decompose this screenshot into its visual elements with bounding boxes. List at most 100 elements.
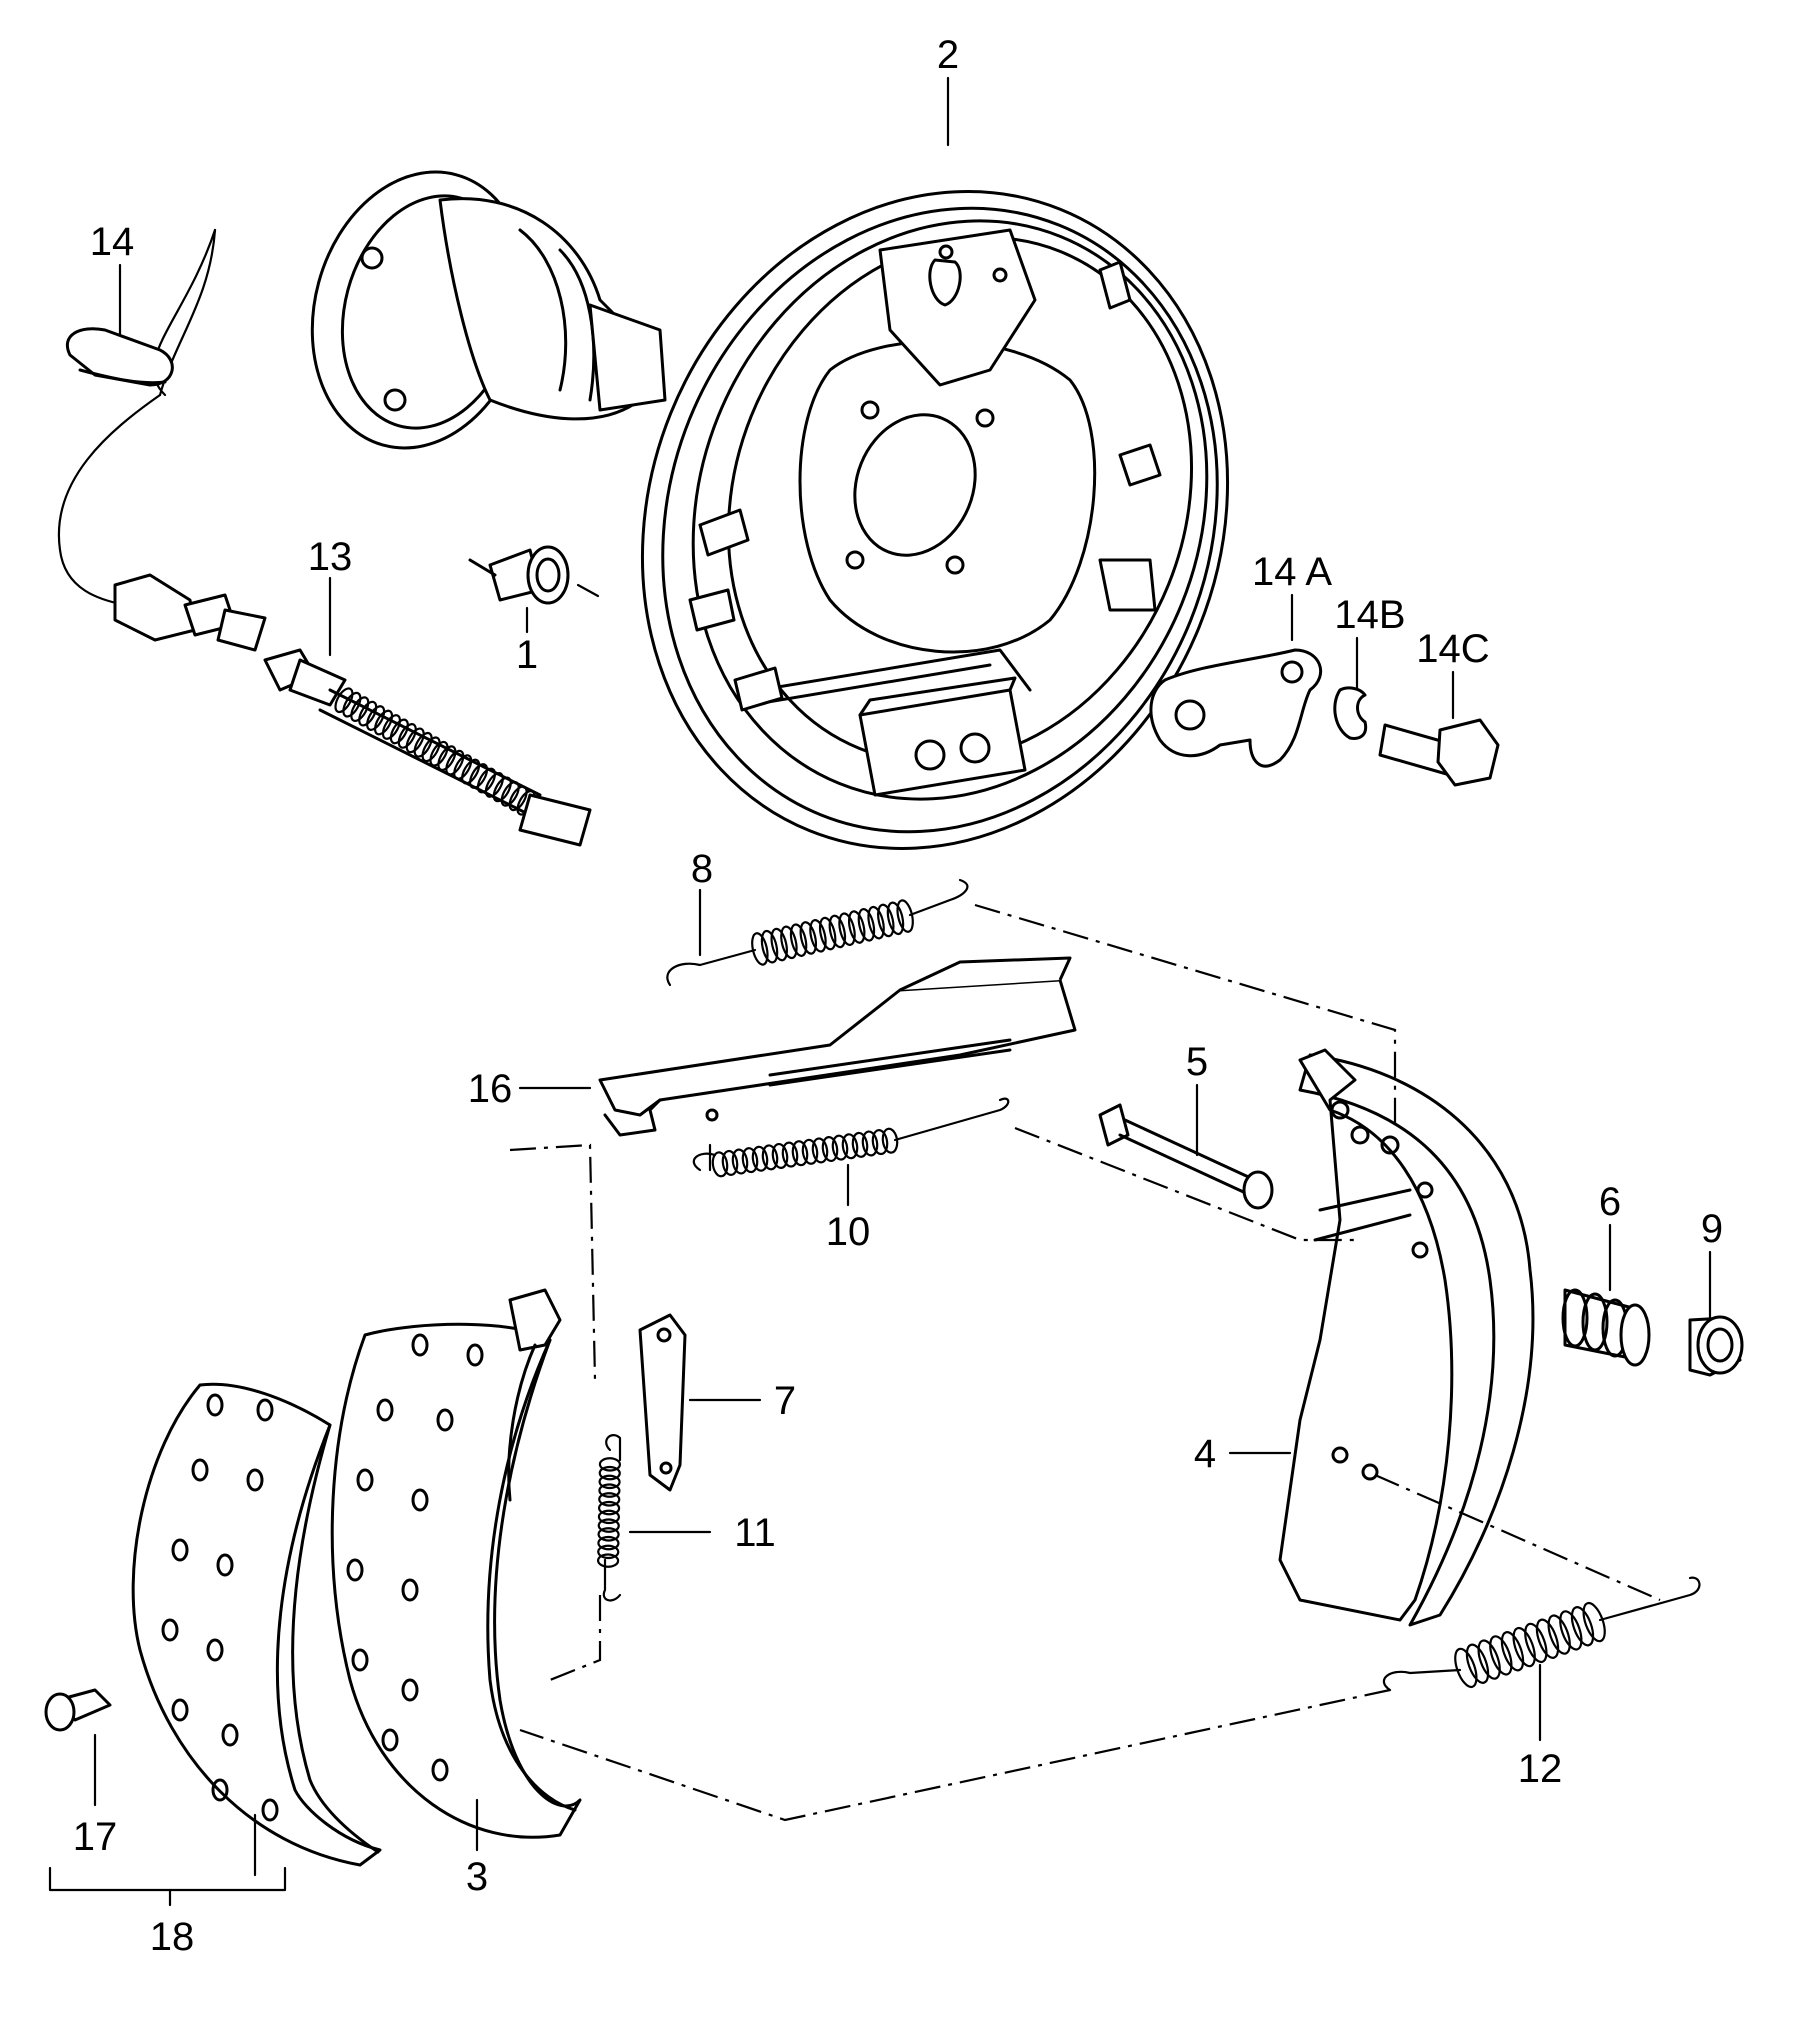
part-6-spring xyxy=(1561,1288,1651,1367)
assembly-lines xyxy=(509,903,1661,1822)
spring-coil xyxy=(896,899,914,933)
callout-14a: 14 A xyxy=(1252,550,1332,594)
spring-coil xyxy=(809,918,827,953)
rivet-hole xyxy=(206,1393,224,1417)
spring-coil xyxy=(761,1144,779,1171)
spring-coil xyxy=(881,1127,899,1154)
part-14b-washer xyxy=(1333,686,1368,740)
spring-coil xyxy=(500,781,520,807)
rivet-hole xyxy=(411,1488,429,1512)
part-12-spring xyxy=(1382,1576,1701,1692)
callout-18: 18 xyxy=(150,1915,195,1959)
spring-coil xyxy=(597,1535,620,1551)
spring-coil xyxy=(429,740,449,767)
spring-coil xyxy=(468,763,489,789)
spring-coil xyxy=(731,1148,749,1175)
rivet-hole xyxy=(261,1798,279,1822)
rivet-hole xyxy=(221,1723,239,1747)
spring-coil xyxy=(1465,1643,1490,1684)
spring-coil xyxy=(847,910,866,944)
rivet-hole xyxy=(171,1538,189,1562)
spring-coil xyxy=(598,1474,621,1490)
spring-coil xyxy=(413,731,433,758)
part-11-spring xyxy=(596,1434,622,1602)
spring-coil xyxy=(711,1151,729,1178)
spring-coil xyxy=(598,1457,622,1472)
callout-13: 13 xyxy=(308,535,353,579)
brake-backing-plate xyxy=(640,190,1230,850)
rivet-hole xyxy=(206,1638,224,1662)
part-14a-bracket xyxy=(1149,648,1323,768)
rivet-hole xyxy=(411,1333,429,1357)
rivet-hole xyxy=(211,1778,229,1802)
spring-coil xyxy=(597,1518,620,1533)
rivet-hole xyxy=(246,1468,264,1492)
spring-coil xyxy=(861,1130,879,1157)
rivet-hole xyxy=(381,1728,399,1752)
spring-coil xyxy=(350,696,370,722)
spring-coil xyxy=(1559,1610,1583,1651)
spring-coil xyxy=(598,1492,621,1507)
spring-coil xyxy=(1547,1614,1571,1655)
spring-coil xyxy=(801,1138,819,1165)
rivet-hole xyxy=(191,1458,209,1482)
spring-coil xyxy=(831,1134,849,1161)
spring-coil xyxy=(597,1509,621,1525)
part-14-handbrake-cable xyxy=(57,228,267,652)
spring-coil xyxy=(771,1142,789,1169)
spring-coil xyxy=(841,1133,859,1160)
spring-coil xyxy=(741,1147,759,1174)
spring-coil xyxy=(366,705,386,731)
callout-labels: 2 14 13 1 14 A 14B 14C 8 16 10 5 6 9 7 1… xyxy=(73,33,1723,1959)
rivet-hole xyxy=(436,1408,454,1432)
spring-coil xyxy=(886,901,905,936)
spring-coil xyxy=(760,929,779,964)
spring-coil xyxy=(857,908,876,942)
spring-coil xyxy=(437,745,457,772)
spring-coil xyxy=(1535,1618,1560,1659)
callout-9: 9 xyxy=(1701,1207,1723,1251)
spring-coil xyxy=(397,723,417,749)
spring-coil xyxy=(389,718,409,745)
spring-coil xyxy=(453,754,473,780)
rivet-hole xyxy=(161,1618,179,1642)
spring-coil xyxy=(811,1137,829,1164)
spring-coil xyxy=(342,691,362,718)
callout-14b: 14B xyxy=(1334,593,1405,637)
spring-coil xyxy=(871,1129,889,1156)
spring-coil xyxy=(799,921,818,955)
spring-coil xyxy=(789,923,808,957)
spring-coil xyxy=(1454,1647,1478,1689)
spring-coil xyxy=(334,687,354,714)
part-16-adjusting-strut xyxy=(598,956,1077,1137)
spring-coil xyxy=(877,903,895,938)
callout-12: 12 xyxy=(1518,1747,1563,1791)
spring-coil xyxy=(597,1527,620,1542)
callout-4: 4 xyxy=(1194,1432,1216,1476)
spring-coil xyxy=(751,932,769,966)
rivet-hole xyxy=(256,1398,274,1422)
callout-7: 7 xyxy=(774,1379,796,1423)
spring-coil xyxy=(1489,1635,1513,1676)
spring-coil xyxy=(818,916,837,951)
rivet-hole xyxy=(431,1758,449,1782)
spring-coil xyxy=(770,927,788,962)
spring-coil xyxy=(476,767,497,794)
callout-14c: 14C xyxy=(1416,627,1489,671)
spring-coil xyxy=(721,1149,739,1176)
part-8-spring xyxy=(666,878,969,987)
spring-coil xyxy=(373,709,394,736)
callout-17: 17 xyxy=(73,1815,118,1859)
rivet-hole xyxy=(351,1648,369,1672)
spring-coil xyxy=(838,912,856,947)
callout-11: 11 xyxy=(734,1511,776,1555)
rivet-hole xyxy=(216,1553,234,1577)
part-14c-bolt xyxy=(1378,718,1500,787)
part-17-rivet xyxy=(44,1688,112,1732)
callout-16: 16 xyxy=(468,1067,513,1111)
spring-coil xyxy=(1570,1606,1595,1647)
callout-3: 3 xyxy=(466,1855,488,1899)
spring-coil xyxy=(780,925,798,960)
callout-6: 6 xyxy=(1599,1180,1621,1224)
spring-coil xyxy=(751,1145,769,1172)
